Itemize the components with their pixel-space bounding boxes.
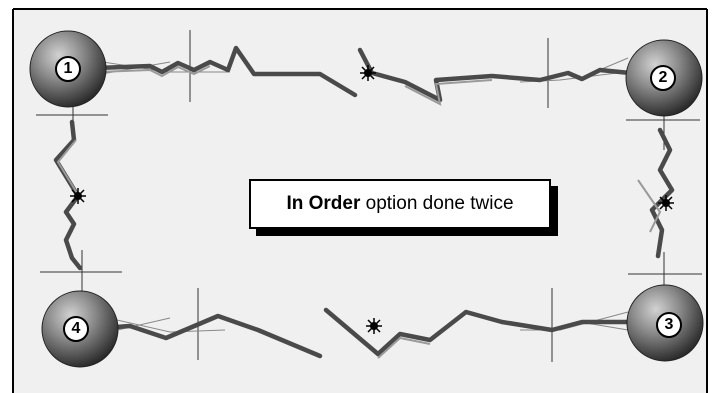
path-segment-right (649, 127, 675, 259)
keyframe-marker-icon (360, 65, 376, 81)
motion-path (53, 45, 675, 359)
path-segment-bottom-left (99, 313, 323, 359)
path-segment-top-right (357, 47, 633, 103)
node-label-1[interactable]: 1 (55, 56, 81, 82)
node-label-4[interactable]: 4 (63, 316, 89, 342)
node-label-2[interactable]: 2 (650, 65, 676, 91)
motion-path-trail (56, 65, 662, 359)
path-segment-top-left (93, 45, 358, 98)
keyframe-markers (70, 65, 674, 334)
path-segment-bottom-right (323, 307, 631, 357)
caption-bold-text: In Order (286, 193, 361, 214)
keyframe-marker-icon (658, 195, 674, 211)
caption-callout: In Order option done twice (249, 179, 551, 229)
keyframe-marker-icon (366, 318, 382, 334)
keyframe-marker-icon (70, 188, 86, 204)
caption-text: option done twice (360, 193, 514, 214)
path-segment-left (53, 119, 83, 271)
node-label-3[interactable]: 3 (656, 312, 682, 338)
